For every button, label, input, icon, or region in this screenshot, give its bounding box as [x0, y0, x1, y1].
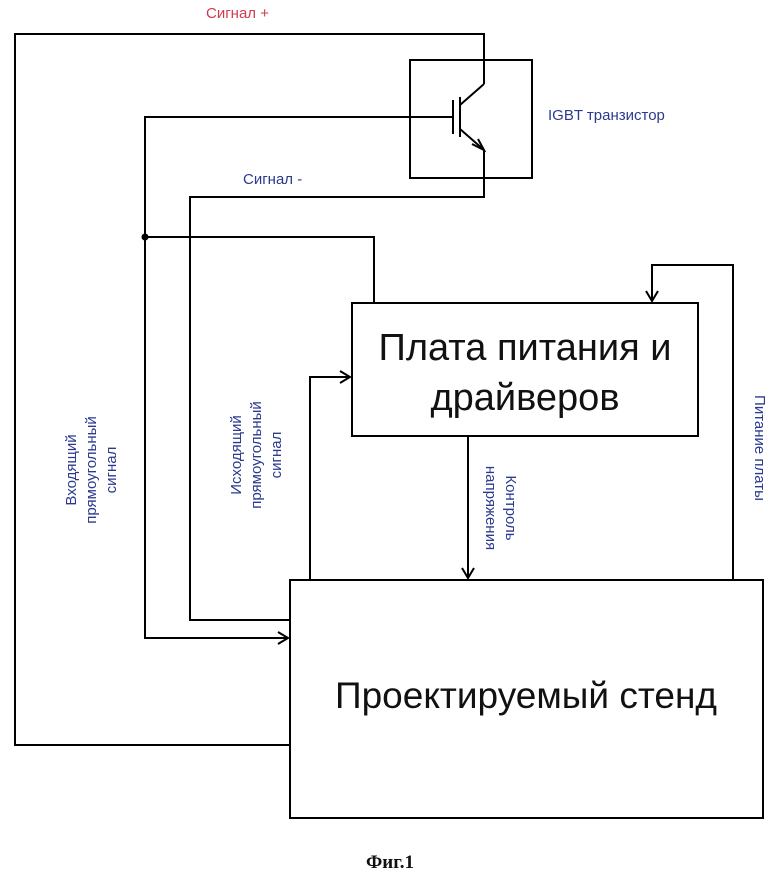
input-signal-label-line2: прямоугольный [83, 416, 100, 524]
signal-plus-label: Сигнал + [206, 5, 269, 22]
figure-caption: Фиг.1 [366, 852, 414, 873]
voltage-control-label-line2: напряжения [482, 466, 499, 550]
igbt-label: IGBT транзистор [548, 107, 665, 124]
output-signal-label-line3: сигнал [268, 432, 285, 479]
input-signal-label-line1: Входящий [63, 434, 80, 505]
power-board-title-line1: Плата питания и [379, 327, 672, 369]
stand-title: Проектируемый стенд [335, 675, 717, 716]
junction-to-board-wire [145, 237, 374, 303]
output-signal-wire [310, 377, 350, 580]
output-signal-label-line1: Исходящий [228, 415, 245, 495]
signal-minus-label: Сигнал - [243, 171, 302, 188]
input-signal-label-line3: сигнал [103, 447, 120, 494]
output-signal-label-line2: прямоугольный [248, 401, 265, 509]
power-board-title-line2: драйверов [430, 377, 619, 419]
voltage-control-label-line1: Контроль [502, 475, 519, 540]
igbt-box [410, 60, 532, 178]
board-power-label: Питание платы [751, 395, 768, 501]
